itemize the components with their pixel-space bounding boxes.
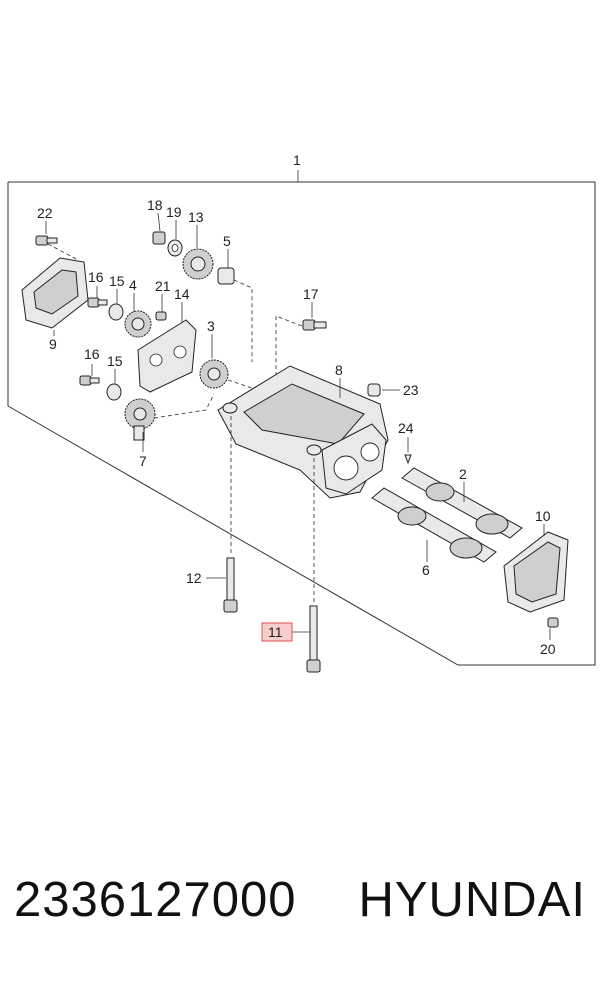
part-6-balance-shaft <box>371 487 497 563</box>
callout-15-upper: 15 <box>109 273 125 289</box>
callout-5: 5 <box>223 233 231 249</box>
callout-18: 18 <box>147 197 163 213</box>
part-14-plate <box>137 319 197 393</box>
part-2-balance-shaft <box>401 467 523 539</box>
callout-11-highlight <box>261 622 293 642</box>
callout-11: 11 <box>268 624 283 640</box>
callout-23: 23 <box>403 382 419 398</box>
part-20-bolt <box>547 617 559 628</box>
callout-1: 1 <box>293 152 301 168</box>
part-15-washer-lower <box>106 383 122 401</box>
callout-17: 17 <box>303 286 319 302</box>
part-9-cover-plate <box>21 257 89 336</box>
part-17-bolt <box>302 319 327 331</box>
part-12-long-bolt <box>223 557 238 613</box>
callout-10: 10 <box>535 508 551 524</box>
callout-14: 14 <box>174 286 190 302</box>
part-11-long-bolt <box>306 605 321 673</box>
callout-15-lower: 15 <box>107 353 123 369</box>
part-13-gear <box>182 248 214 280</box>
part-10-end-cover <box>503 531 569 613</box>
callout-20: 20 <box>540 641 556 657</box>
part-3-gear <box>199 359 229 389</box>
callout-3: 3 <box>207 318 215 334</box>
footer: 2336127000 HYUNDAI <box>0 872 600 952</box>
assembly-frame <box>7 170 596 666</box>
callout-2: 2 <box>459 466 467 482</box>
callout-19: 19 <box>166 204 182 220</box>
part-16-bolt-lower <box>79 375 100 386</box>
callout-8: 8 <box>335 362 343 378</box>
part-number: 2336127000 <box>14 873 297 927</box>
callout-16-upper: 16 <box>88 269 104 285</box>
brand-name: HYUNDAI <box>358 873 586 927</box>
part-7-gear <box>124 398 156 441</box>
callout-7: 7 <box>139 453 147 469</box>
part-5-bushing <box>217 267 235 285</box>
callout-21: 21 <box>155 278 171 294</box>
part-15-washer-upper <box>108 303 124 321</box>
callout-24: 24 <box>398 420 414 436</box>
callout-6: 6 <box>422 562 430 578</box>
callout-9: 9 <box>49 336 57 352</box>
part-24-pin <box>404 454 412 465</box>
part-4-gear <box>124 310 152 338</box>
part-22-bolt <box>35 221 58 246</box>
callout-12: 12 <box>186 570 202 586</box>
part-23-nut <box>367 383 381 397</box>
callout-22: 22 <box>37 205 53 221</box>
part-21-bolt <box>155 311 167 321</box>
part-16-bolt-upper <box>87 297 108 308</box>
callout-16-lower: 16 <box>84 346 100 362</box>
part-18-nut <box>152 231 166 245</box>
part-8-pump-housing <box>217 365 389 499</box>
part-19-washer <box>167 239 183 257</box>
callout-4: 4 <box>129 277 137 293</box>
callout-13: 13 <box>188 209 204 225</box>
